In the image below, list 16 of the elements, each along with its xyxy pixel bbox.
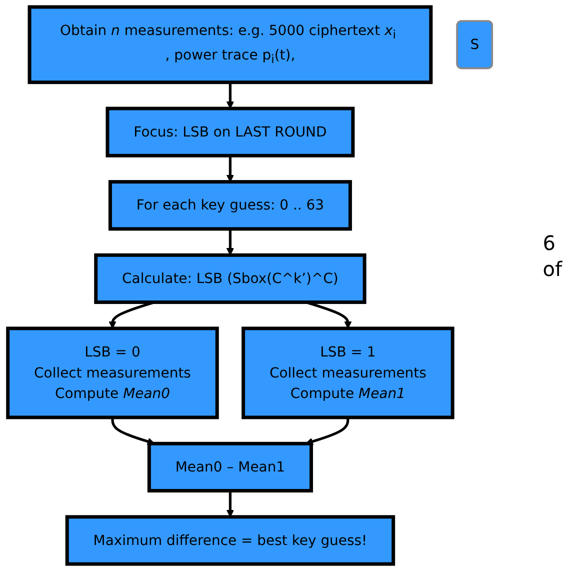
arrow [111,417,155,446]
node-box: Maximum difference = best key guess! [65,515,396,566]
arrow [226,490,234,518]
node-box: Calculate: LSB (Sbox(C^k’)^C) [94,253,366,304]
label-text: 6 [542,230,556,256]
node-box: For each key guess: 0 .. 63 [108,180,352,231]
node-box: Obtain n measurements: e.g. 5000 ciphertext x$_{i}$ , power trace p$_{i}$(t), [28,5,433,84]
node-box: LSB = 1 Collect measurements Compute Mean1 [242,326,454,420]
arrow [306,417,350,446]
node-box: LSB = 0 Collect measurements Compute Mean0 [6,326,219,420]
node-box: Focus: LSB on LAST ROUND [106,106,355,158]
arrow [226,82,234,109]
node-box: Mean0 – Mean1 [147,442,313,492]
arrow [226,156,234,182]
arrow [226,228,234,256]
label-text: of [542,256,562,282]
